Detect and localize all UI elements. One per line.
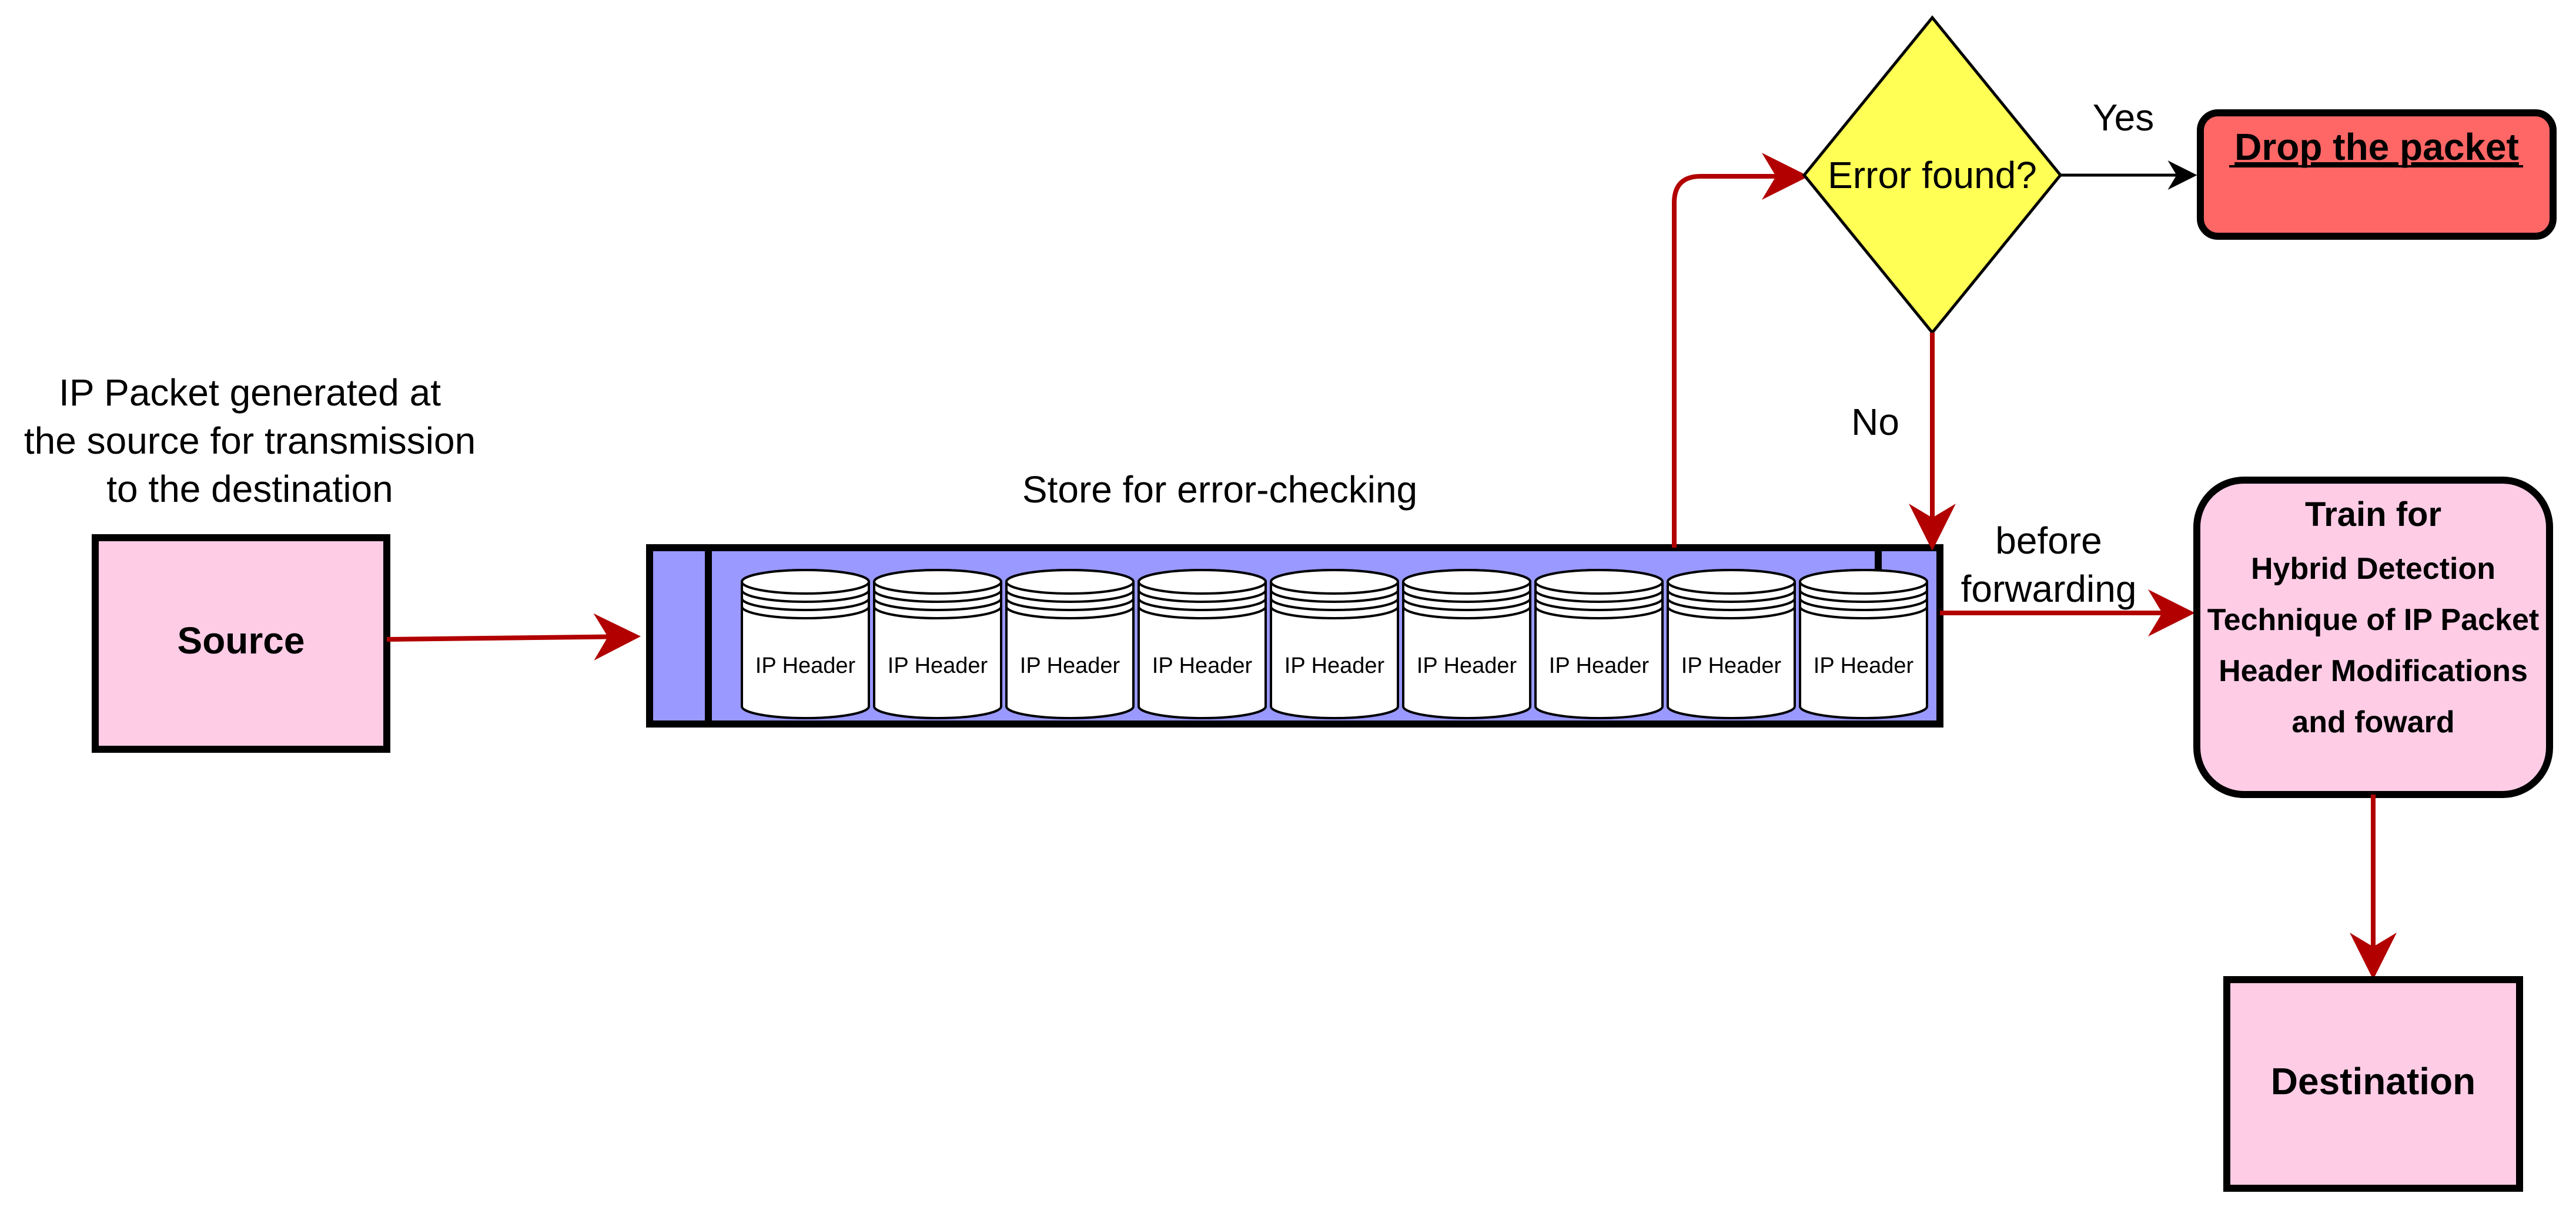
arrow-source-to-queue	[386, 613, 641, 661]
destination-box	[2223, 976, 2523, 1192]
ip-header-label: IP Header	[1814, 653, 1914, 678]
destination-label: Destination	[2271, 1060, 2475, 1102]
ip-header-label: IP Header	[1284, 653, 1385, 678]
ip-header-cylinder: IP Header	[1005, 569, 1135, 719]
ip-header-label: IP Header	[1417, 653, 1517, 678]
train-line-4: Header Modifications	[2219, 654, 2528, 688]
source-caption-line-2: the source for transmission	[24, 420, 476, 462]
forwarding-label: forwarding	[1961, 568, 2137, 610]
store-label: Store for error-checking	[1022, 468, 1417, 511]
queue-container: IP Header IP Header IP Header IP Header IP H…	[646, 544, 1943, 728]
source-caption-line-1: IP Packet generated at	[59, 371, 441, 414]
train-line-3: Technique of IP Packet	[2207, 603, 2539, 637]
ip-header-label: IP Header	[1152, 653, 1253, 678]
train-line-2: Hybrid Detection	[2251, 552, 2495, 586]
ip-header-cylinder: IP Header	[1138, 569, 1267, 719]
ip-header-cylinder: IP Header	[1270, 569, 1399, 719]
ip-header-cylinders: IP Header IP Header IP Header IP Header IP H…	[741, 569, 1928, 719]
drop-packet-box	[2197, 109, 2557, 240]
ip-header-cylinder: IP Header	[873, 569, 1002, 719]
ip-header-label: IP Header	[888, 653, 988, 678]
yes-label: Yes	[2093, 96, 2154, 139]
arrow-queue-to-decision	[1672, 153, 1809, 548]
ip-header-label: IP Header	[1681, 653, 1782, 678]
ip-header-label: IP Header	[1020, 653, 1120, 678]
train-line-1: Train for	[2305, 495, 2441, 534]
ip-header-label: IP Header	[1549, 653, 1650, 678]
decision-label: Error found?	[1828, 154, 2037, 196]
no-label: No	[1851, 401, 1899, 443]
source-box	[92, 534, 390, 753]
before-label: before	[1995, 519, 2102, 562]
train-line-5: and foward	[2291, 705, 2454, 739]
ip-header-label: IP Header	[755, 653, 856, 678]
ip-header-cylinder: IP Header	[741, 569, 870, 719]
ip-header-cylinder: IP Header	[1402, 569, 1531, 719]
source-caption-line-3: to the destination	[106, 468, 393, 510]
drop-packet-label: Drop the packet	[2234, 126, 2519, 168]
source-label: Source	[178, 619, 305, 662]
ip-header-cylinder: IP Header	[1534, 569, 1664, 719]
ip-header-cylinder: IP Header	[1799, 569, 1928, 719]
ip-header-cylinder: IP Header	[1667, 569, 1796, 719]
